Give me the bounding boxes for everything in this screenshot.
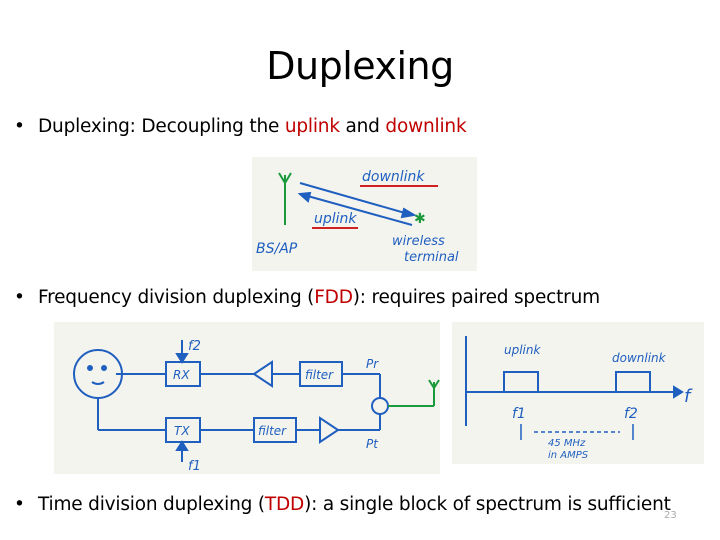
uplink-downlink-sketch: ✱ downlink uplink BS/AP wireless termina…: [252, 157, 477, 271]
highlight-downlink: downlink: [385, 116, 467, 137]
slide-title: Duplexing: [266, 44, 454, 88]
antenna-icon: [278, 172, 292, 225]
rx-path: [116, 360, 381, 398]
spacing-label: 45 MHz: [548, 438, 586, 449]
uplink-band: [503, 371, 539, 393]
downlink-label: downlink: [362, 169, 425, 185]
tx-label: TX: [174, 424, 190, 438]
uplink-band-label: uplink: [504, 343, 541, 357]
wireless-label: wireless: [392, 234, 445, 249]
pr-label: Pr: [366, 357, 379, 371]
filter-rx-label: filter: [305, 368, 334, 382]
bullet-text: ): a single block of spectrum is suffici…: [304, 494, 671, 515]
highlight-tdd: TDD: [264, 494, 305, 515]
f1-label: f1: [512, 406, 526, 422]
bullet-fdd: • Frequency division duplexing (FDD): req…: [14, 287, 600, 308]
highlight-fdd: FDD: [314, 287, 353, 308]
downlink-arrow: [299, 182, 417, 219]
bullet-text: Frequency division duplexing (: [38, 287, 315, 308]
terminal-label: terminal: [404, 250, 459, 265]
bullet-marker: •: [14, 494, 25, 515]
fdd-spectrum-sketch: uplink downlink f f1 f2 45 MHz in AMPS: [452, 322, 704, 464]
bs-ap-label: BS/AP: [256, 241, 298, 257]
tx-path: [98, 414, 381, 444]
bullet-tdd: • Time division duplexing (TDD): a single…: [14, 494, 671, 515]
lo-arrows: [175, 340, 189, 462]
highlight-uplink: uplink: [284, 116, 340, 137]
f2-label: f2: [624, 406, 638, 422]
downlink-band: [615, 371, 651, 393]
uplink-arrow: [297, 191, 413, 226]
bullet-text: Duplexing: Decoupling the: [38, 116, 285, 137]
uplink-label: uplink: [314, 211, 357, 227]
f1-label: f1: [188, 459, 201, 474]
rx-label: RX: [173, 368, 190, 382]
amps-label: in AMPS: [548, 450, 589, 461]
bullet-marker: •: [14, 287, 25, 308]
filter-tx-label: filter: [258, 424, 287, 438]
spacing-bracket: [520, 424, 634, 440]
duplexer-icon: [371, 397, 389, 415]
bullet-duplexing: • Duplexing: Decoupling the uplink and do…: [14, 116, 467, 137]
terminal-star-icon: ✱: [414, 211, 426, 227]
bullet-text: and: [339, 116, 386, 137]
pt-label: Pt: [366, 437, 379, 451]
f2-label: f2: [188, 339, 201, 354]
downlink-band-label: downlink: [612, 351, 667, 365]
antenna-icon: [428, 379, 440, 406]
page-number: 23: [664, 510, 677, 521]
fdd-transceiver-sketch: f2 f1 RX TX filter filter Pr Pt: [54, 322, 440, 474]
sketch-background: [54, 322, 440, 474]
bullet-marker: •: [14, 116, 25, 137]
bullet-text: Time division duplexing (: [38, 494, 265, 515]
bullet-text: ): requires paired spectrum: [352, 287, 600, 308]
f-axis-label: f: [684, 386, 693, 407]
